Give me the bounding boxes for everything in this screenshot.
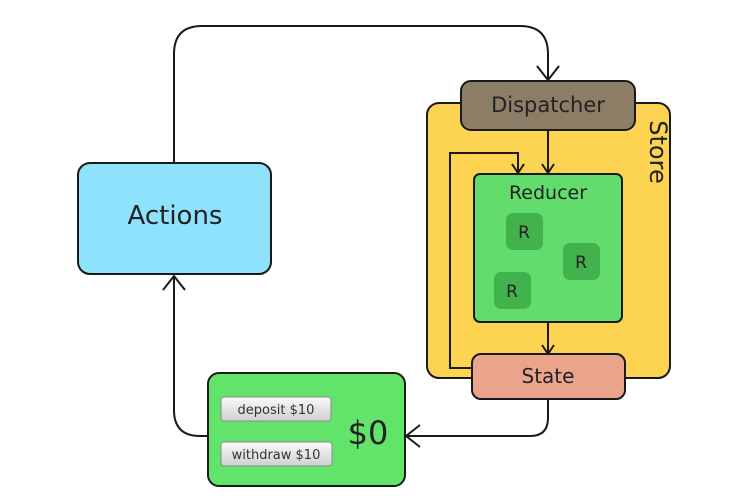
dispatcher-label: Dispatcher: [491, 93, 605, 117]
reducer-item-box: [563, 243, 600, 280]
actions-label: Actions: [128, 201, 223, 231]
reducer-item-label: R: [518, 223, 530, 243]
deposit-button-label: deposit $10: [238, 403, 315, 418]
arrow-state-to-view: [407, 400, 549, 437]
balance-display: $0: [348, 414, 389, 452]
reducer-item-box: [494, 272, 531, 309]
reducer-item-label: R: [506, 282, 518, 302]
store-label: Store: [644, 120, 672, 183]
arrowhead-actions: [162, 274, 186, 291]
reducer-label: Reducer: [509, 182, 587, 204]
arrow-actions-to-dispatcher: [173, 25, 549, 162]
actions-box: [77, 162, 272, 275]
withdraw-button-label: withdraw $10: [232, 448, 321, 463]
reducer-item-box: [506, 213, 543, 250]
arrow-view-to-actions: [173, 276, 208, 437]
state-box: [471, 353, 626, 400]
deposit-button[interactable]: deposit $10: [220, 396, 332, 422]
withdraw-button[interactable]: withdraw $10: [220, 441, 333, 467]
dispatcher-box: [460, 80, 636, 131]
state-label: State: [522, 364, 575, 388]
reducer-item-label: R: [575, 253, 587, 273]
arrow-state-to-reducer-loop: [449, 152, 519, 369]
